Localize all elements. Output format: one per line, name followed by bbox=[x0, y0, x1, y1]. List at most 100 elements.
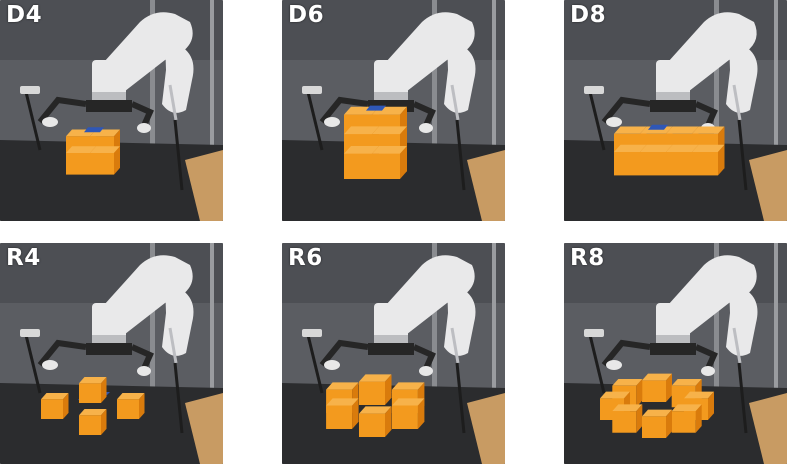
robot-scene-photo bbox=[564, 0, 787, 221]
robot-wrist bbox=[92, 303, 126, 343]
table-surface bbox=[282, 140, 505, 221]
cube bbox=[692, 144, 725, 176]
clamp-stand bbox=[455, 119, 466, 191]
robot-arm-elbow bbox=[726, 40, 758, 113]
camera-stand bbox=[306, 91, 324, 151]
camera bbox=[20, 86, 40, 94]
panel-label: D6 bbox=[288, 2, 325, 28]
robot-scene-photo bbox=[564, 243, 787, 464]
robot-arm-elbow bbox=[162, 283, 194, 356]
robot-arm-elbow bbox=[444, 40, 476, 113]
robotic-finger bbox=[601, 96, 651, 124]
cube bbox=[326, 398, 359, 429]
panel-r4: R4 bbox=[0, 243, 223, 464]
robot-flange bbox=[92, 92, 126, 102]
frame-pole bbox=[492, 0, 496, 200]
frame-pole bbox=[432, 0, 437, 170]
fingertip bbox=[42, 360, 58, 370]
camera-stand bbox=[306, 334, 324, 394]
center-block bbox=[648, 124, 668, 130]
fingertip bbox=[419, 123, 433, 133]
frame-pole bbox=[492, 243, 496, 443]
panel-d6: D6 bbox=[282, 0, 505, 221]
cube bbox=[90, 146, 120, 175]
fingertip bbox=[137, 123, 151, 133]
cube bbox=[372, 145, 407, 179]
robot-arm-seam bbox=[450, 84, 460, 121]
robot-scene-photo bbox=[282, 243, 505, 464]
robot-arm-seam bbox=[732, 327, 742, 364]
robot-arm-seam bbox=[732, 84, 742, 121]
panel-r8: R8 bbox=[564, 243, 787, 464]
fingertip bbox=[606, 360, 622, 370]
robotic-hand-palm bbox=[86, 100, 132, 112]
wood-edge bbox=[749, 150, 787, 221]
robotic-finger bbox=[319, 96, 369, 124]
frame-pole bbox=[150, 0, 155, 170]
cube bbox=[612, 404, 643, 433]
cube bbox=[79, 377, 107, 403]
frame-pole bbox=[714, 0, 719, 170]
robot-scene-photo bbox=[282, 0, 505, 221]
frame-pole bbox=[150, 243, 155, 413]
clamp-stand bbox=[737, 362, 748, 434]
wood-edge bbox=[749, 393, 787, 464]
fingertip bbox=[42, 117, 58, 127]
panel-d4: D4 bbox=[0, 0, 223, 221]
camera-stand bbox=[588, 334, 606, 394]
camera bbox=[302, 86, 322, 94]
panel-label: R6 bbox=[288, 245, 323, 271]
robot-flange bbox=[374, 335, 408, 345]
center-block bbox=[366, 105, 386, 111]
robot-wrist bbox=[656, 303, 690, 343]
robot-flange bbox=[656, 335, 690, 345]
robot-wrist bbox=[92, 60, 126, 100]
robot-flange bbox=[374, 92, 408, 102]
wood-edge bbox=[185, 150, 223, 221]
cube bbox=[642, 373, 672, 402]
fingertip bbox=[701, 366, 715, 376]
wood-edge bbox=[185, 393, 223, 464]
panel-d8: D8 bbox=[564, 0, 787, 221]
robotic-hand-palm bbox=[368, 343, 414, 355]
fingertip bbox=[606, 117, 622, 127]
frame-pole bbox=[774, 0, 778, 200]
robotic-hand-palm bbox=[650, 100, 696, 112]
cube bbox=[117, 393, 145, 419]
fingertip bbox=[324, 360, 340, 370]
clamp-stand bbox=[173, 119, 184, 191]
robotic-finger bbox=[37, 339, 87, 367]
robot-flange bbox=[92, 335, 126, 345]
robot-arm-seam bbox=[450, 327, 460, 364]
cube bbox=[359, 374, 392, 405]
fingertip bbox=[137, 366, 151, 376]
robotic-finger bbox=[37, 96, 87, 124]
camera bbox=[302, 329, 322, 337]
camera-stand bbox=[588, 91, 606, 151]
cube bbox=[391, 398, 425, 429]
frame-pole bbox=[432, 243, 437, 413]
fingertip bbox=[324, 117, 340, 127]
camera-stand bbox=[24, 91, 42, 151]
panel-label: R8 bbox=[570, 245, 605, 271]
robot-flange bbox=[656, 92, 690, 102]
robot-wrist bbox=[374, 60, 408, 100]
frame-pole bbox=[210, 0, 214, 200]
cube bbox=[79, 409, 107, 435]
robotic-hand-palm bbox=[86, 343, 132, 355]
frame-pole bbox=[774, 243, 778, 443]
frame-pole bbox=[210, 243, 214, 443]
panel-label: D8 bbox=[570, 2, 607, 28]
robot-scene-photo bbox=[0, 0, 223, 221]
camera bbox=[20, 329, 40, 337]
panel-r6: R6 bbox=[282, 243, 505, 464]
cube bbox=[359, 406, 392, 437]
table-surface bbox=[0, 140, 223, 221]
robot-arm-seam bbox=[168, 84, 178, 121]
cube bbox=[41, 393, 69, 419]
robot-arm-elbow bbox=[726, 283, 758, 356]
center-block bbox=[84, 127, 104, 133]
clamp-stand bbox=[737, 119, 748, 191]
robot-arm-elbow bbox=[444, 283, 476, 356]
robotic-hand-palm bbox=[650, 343, 696, 355]
